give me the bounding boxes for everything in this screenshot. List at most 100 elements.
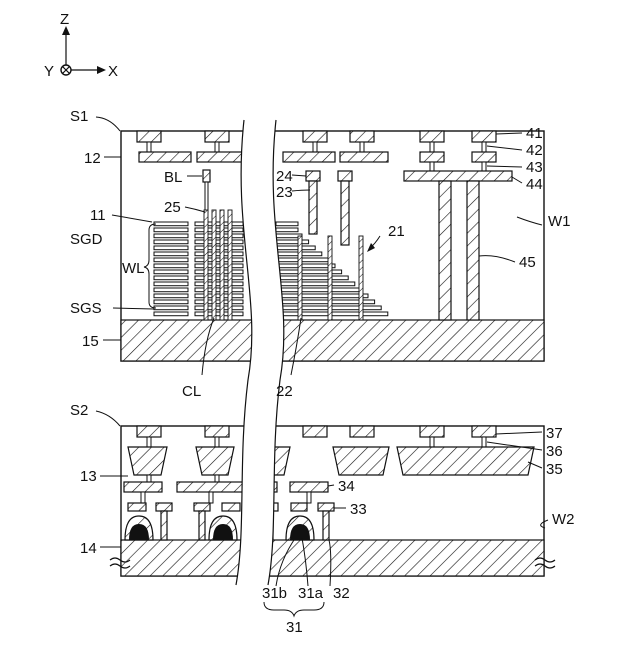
label-cl: CL bbox=[182, 383, 201, 400]
label-45: 45 bbox=[519, 254, 536, 271]
y-axis-label: Y bbox=[44, 63, 54, 80]
label-14: 14 bbox=[80, 540, 97, 557]
label-bl: BL bbox=[164, 169, 182, 186]
x-axis-label: X bbox=[108, 63, 118, 80]
label-31b: 31b bbox=[262, 585, 287, 602]
x-arrow-icon bbox=[97, 66, 106, 74]
label-wl: WL bbox=[122, 260, 145, 277]
word-line-plate-left bbox=[154, 312, 188, 316]
word-line-plate-middle bbox=[195, 234, 243, 238]
word-line-plate-middle bbox=[195, 294, 243, 298]
label-w2: W2 bbox=[552, 511, 575, 528]
word-line-plate-middle bbox=[195, 240, 243, 244]
label-13: 13 bbox=[80, 468, 97, 485]
word-line-plate-left bbox=[154, 222, 188, 226]
word-line-plate-left bbox=[154, 306, 188, 310]
word-line-plate-left bbox=[154, 264, 188, 268]
label-32: 32 bbox=[333, 585, 350, 602]
contact-24-b bbox=[338, 171, 352, 181]
word-line-plate-left bbox=[154, 270, 188, 274]
label-22: 22 bbox=[276, 383, 293, 400]
label-31a: 31a bbox=[298, 585, 324, 602]
word-line-plate-middle bbox=[195, 282, 243, 286]
word-line-plate-middle bbox=[195, 264, 243, 268]
label-44: 44 bbox=[526, 176, 543, 193]
label-33: 33 bbox=[350, 501, 367, 518]
word-line-plate-staircase bbox=[276, 294, 368, 298]
contact-25 bbox=[205, 182, 208, 212]
label-23: 23 bbox=[276, 184, 293, 201]
memory-pillar bbox=[228, 210, 232, 320]
word-line-plate-middle bbox=[195, 276, 243, 280]
contact-45-b bbox=[467, 181, 479, 320]
wafer-s2 bbox=[110, 426, 555, 576]
contact-24-a bbox=[306, 171, 320, 181]
memory-pillar bbox=[212, 210, 216, 320]
label-24: 24 bbox=[276, 168, 293, 185]
word-line-plate-staircase bbox=[276, 228, 298, 232]
label-sgs: SGS bbox=[70, 300, 102, 317]
label-35: 35 bbox=[546, 461, 563, 478]
word-line-plate-staircase bbox=[276, 276, 348, 280]
memory-pillar bbox=[359, 236, 363, 320]
contact-23-b bbox=[341, 181, 349, 245]
word-line-plate-left bbox=[154, 252, 188, 256]
wafer-s1 bbox=[121, 131, 544, 361]
label-sgd: SGD bbox=[70, 231, 103, 248]
z-axis-label: Z bbox=[60, 11, 69, 28]
label-41: 41 bbox=[526, 125, 543, 142]
word-line-plate-left bbox=[154, 294, 188, 298]
label-11: 11 bbox=[90, 207, 106, 224]
label-21: 21 bbox=[388, 223, 405, 240]
label-37: 37 bbox=[546, 425, 563, 442]
wiring-44 bbox=[404, 171, 512, 181]
word-line-plate-middle bbox=[195, 252, 243, 256]
label-15: 15 bbox=[82, 333, 99, 350]
bit-line-bl bbox=[203, 170, 210, 182]
label-42: 42 bbox=[526, 142, 543, 159]
label-43: 43 bbox=[526, 159, 543, 176]
label-31: 31 bbox=[286, 619, 303, 636]
word-line-plate-middle bbox=[195, 222, 243, 226]
word-line-plate-left bbox=[154, 288, 188, 292]
substrate-14 bbox=[121, 540, 544, 576]
memory-pillar bbox=[204, 210, 208, 320]
word-line-plate-staircase bbox=[276, 246, 315, 250]
label-w1: W1 bbox=[548, 213, 571, 230]
word-line-plate-middle bbox=[195, 270, 243, 274]
word-line-plate-middle bbox=[195, 300, 243, 304]
word-line-plate-left bbox=[154, 276, 188, 280]
memory-pillar bbox=[328, 236, 332, 320]
word-line-plate-left bbox=[154, 246, 188, 250]
substrate-15 bbox=[121, 320, 544, 361]
word-line-plate-staircase bbox=[276, 222, 298, 226]
label-s2: S2 bbox=[70, 402, 88, 419]
word-line-plate-left bbox=[154, 258, 188, 262]
contact-23-a bbox=[309, 181, 317, 234]
word-line-plate-staircase bbox=[276, 240, 309, 244]
word-line-plate-middle bbox=[195, 306, 243, 310]
word-line-plate-left bbox=[154, 240, 188, 244]
contact-45-a bbox=[439, 181, 451, 320]
word-line-plate-staircase bbox=[276, 288, 361, 292]
word-line-plate-left bbox=[154, 300, 188, 304]
word-line-plate-left bbox=[154, 234, 188, 238]
word-line-plate-middle bbox=[195, 246, 243, 250]
wiring-34 bbox=[124, 482, 328, 492]
word-line-plate-middle bbox=[195, 312, 243, 316]
label-25: 25 bbox=[164, 199, 181, 216]
memory-pillar bbox=[298, 236, 302, 320]
label-s1: S1 bbox=[70, 108, 88, 125]
memory-pillar bbox=[220, 210, 224, 320]
word-line-plate-left bbox=[154, 282, 188, 286]
label-36: 36 bbox=[546, 443, 563, 460]
word-line-plate-middle bbox=[195, 258, 243, 262]
word-line-plate-staircase bbox=[276, 282, 355, 286]
axis-indicator: Z Y X bbox=[44, 11, 118, 80]
word-line-plate-left bbox=[154, 228, 188, 232]
word-line-plate-middle bbox=[195, 228, 243, 232]
label-12: 12 bbox=[84, 150, 101, 167]
label-34: 34 bbox=[338, 478, 355, 495]
